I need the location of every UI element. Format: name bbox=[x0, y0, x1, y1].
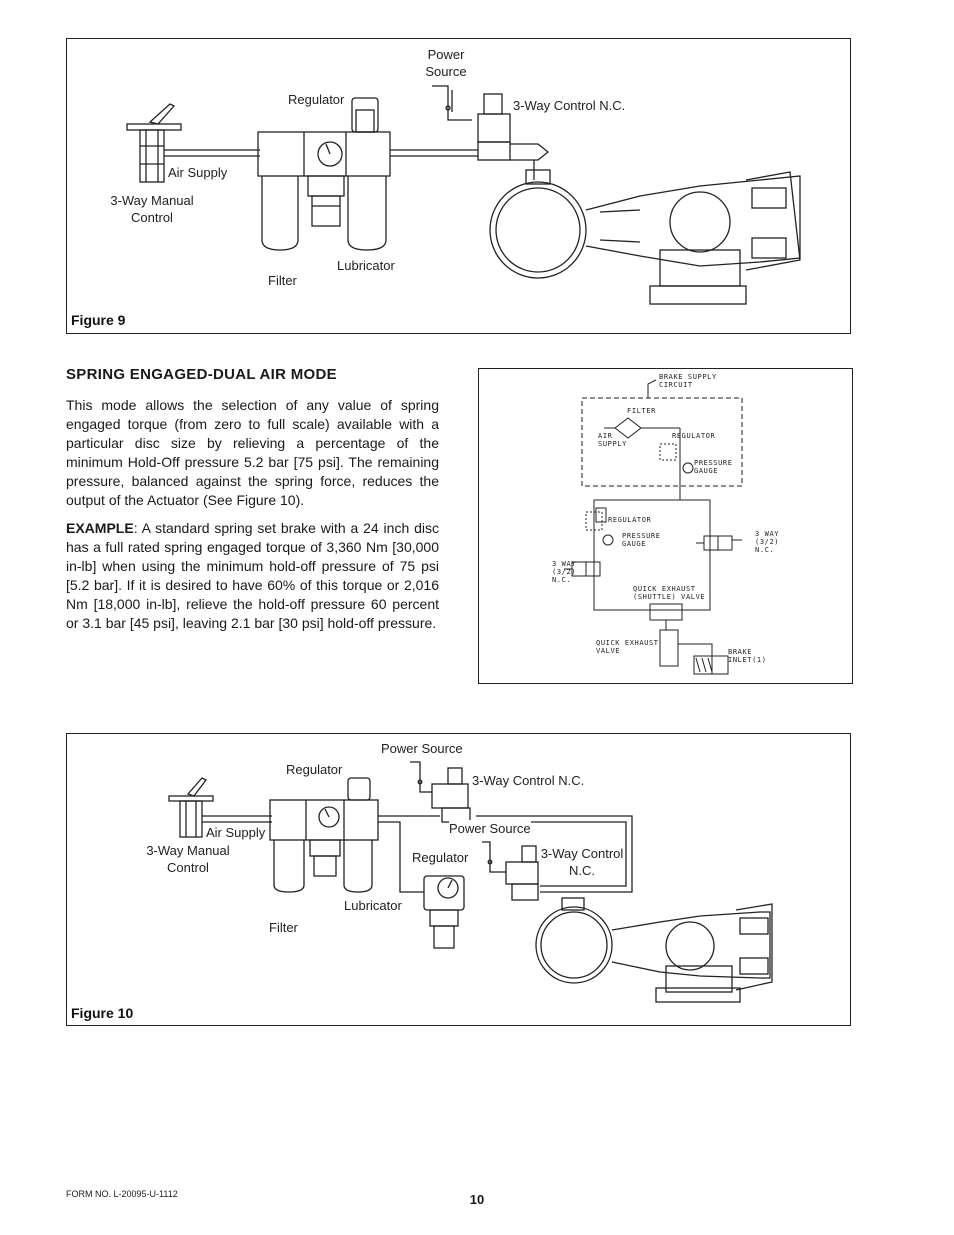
fig9-air-supply-label: Air Supply bbox=[168, 164, 228, 181]
figure-10-caption: Figure 10 bbox=[71, 1005, 134, 1021]
fig10-power-source-top-label: Power Source bbox=[381, 741, 463, 756]
fig10-regulator-top-label: Regulator bbox=[286, 762, 343, 777]
form-number: FORM NO. L-20095-U-1112 bbox=[66, 1189, 178, 1199]
schematic-shuttle-valve-label: QUICK EXHAUST (SHUTTLE) VALVE bbox=[633, 585, 706, 601]
example-paragraph: EXAMPLE: A standard spring set brake wit… bbox=[66, 519, 439, 633]
schematic-three-way-right-label: 3 WAY (3/2) N.C. bbox=[755, 530, 780, 554]
fig9-regulator-label: Regulator bbox=[288, 92, 345, 107]
schematic-three-way-left-label: 3 WAY (3/2) N.C. bbox=[552, 560, 577, 584]
fig10-power-source-mid-label: Power Source bbox=[449, 820, 531, 837]
three-way-control-valve-icon bbox=[482, 841, 539, 901]
fig10-lubricator-label: Lubricator bbox=[344, 898, 402, 913]
schematic-regulator-mid-label: REGULATOR bbox=[608, 516, 652, 524]
schematic-frame bbox=[478, 368, 853, 684]
fig10-control-top-label: 3-Way Control N.C. bbox=[472, 773, 585, 788]
brake-actuator-icon bbox=[535, 897, 773, 1003]
schematic-brake-inlet-label: BRAKE INLET(1) bbox=[728, 648, 767, 664]
fig10-air-supply-label: Air Supply bbox=[206, 824, 266, 841]
manual-control-valve-icon bbox=[168, 777, 214, 838]
figure-10-drawing bbox=[168, 761, 773, 1003]
example-text: : A standard spring set brake with a 24 … bbox=[66, 520, 439, 631]
schematic-regulator-top-label: REGULATOR bbox=[672, 432, 716, 440]
fig9-control-label: 3-Way Control N.C. bbox=[513, 98, 626, 113]
schematic-pressure-gauge-top-label: PRESSURE GAUGE bbox=[694, 459, 733, 475]
frl-unit-icon bbox=[257, 97, 391, 251]
schematic-pressure-gauge-mid-label: PRESSURE GAUGE bbox=[622, 532, 661, 548]
brake-actuator-icon bbox=[489, 169, 801, 305]
three-way-control-valve-icon bbox=[477, 93, 550, 180]
schematic-brake-supply-label: BRAKE SUPPLY CIRCUIT bbox=[659, 373, 717, 389]
figure-9-caption: Figure 9 bbox=[71, 312, 126, 328]
figure-9-frame bbox=[66, 38, 851, 334]
schematic-air-supply-label: AIR SUPPLY bbox=[598, 432, 627, 448]
example-label: EXAMPLE bbox=[66, 520, 134, 536]
fig9-manual-control-label: 3-Way Manual Control bbox=[110, 193, 194, 225]
fig10-control-mid-label: 3-Way Control N.C. bbox=[540, 846, 624, 878]
fig9-power-source-label: Power Source bbox=[425, 47, 467, 79]
page-number: 10 bbox=[469, 1192, 485, 1207]
fig9-filter-label: Filter bbox=[268, 273, 297, 288]
schematic-filter-label: FILTER bbox=[627, 407, 656, 415]
figure-10-frame bbox=[66, 733, 851, 1026]
mode-description-paragraph: This mode allows the selection of any va… bbox=[66, 397, 439, 508]
fig9-lubricator-label: Lubricator bbox=[337, 258, 395, 273]
frl-unit-icon bbox=[269, 777, 379, 893]
pneumatic-schematic bbox=[564, 379, 743, 675]
section-heading: SPRING ENGAGED-DUAL AIR MODE bbox=[66, 366, 337, 383]
three-way-control-valve-icon bbox=[410, 761, 471, 823]
fig10-regulator-mid-label: Regulator bbox=[412, 850, 469, 865]
figure-9-drawing bbox=[126, 85, 801, 305]
fig10-manual-control-label: 3-Way Manual Control bbox=[146, 843, 230, 875]
fig10-filter-label: Filter bbox=[269, 920, 298, 935]
regulator-icon bbox=[423, 875, 465, 949]
schematic-quick-exhaust-label: QUICK EXHAUST VALVE bbox=[596, 639, 659, 655]
